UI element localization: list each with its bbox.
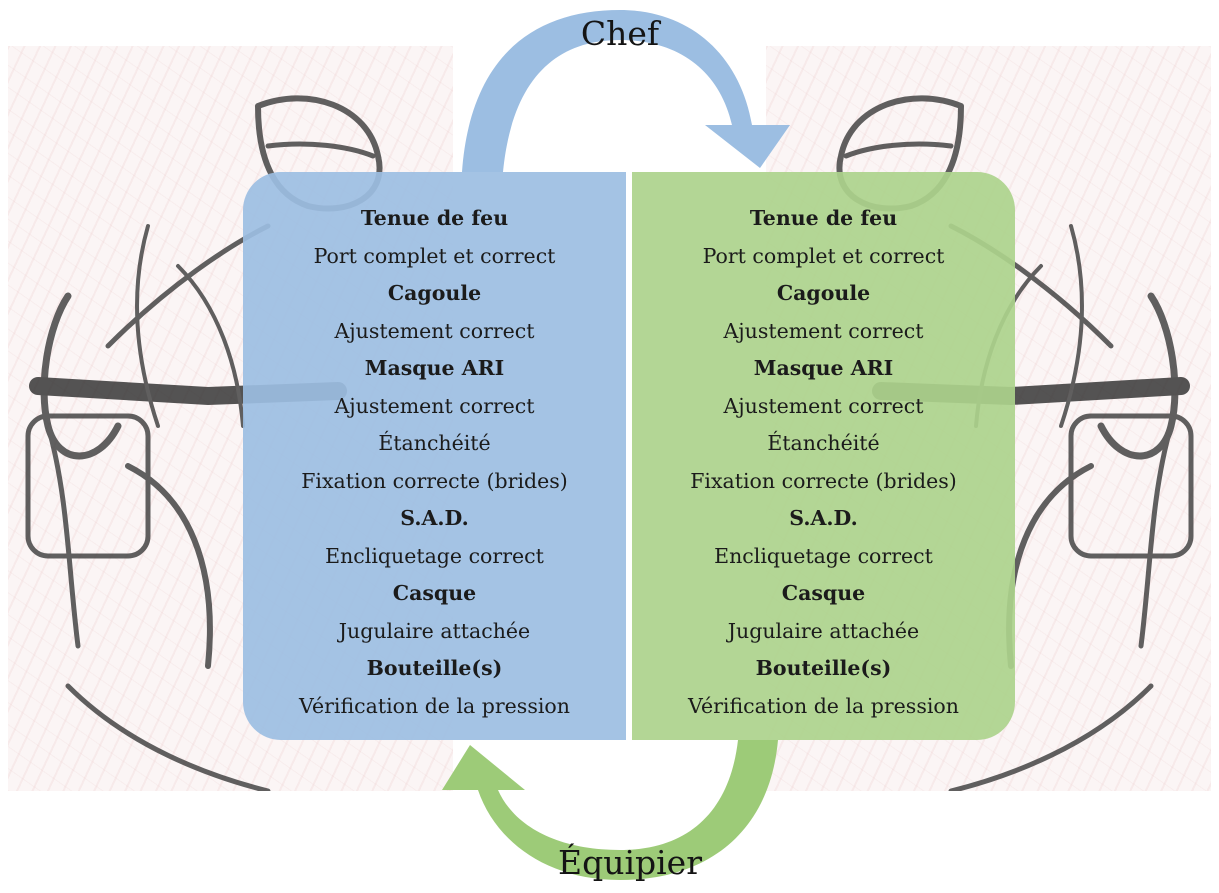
checklist-item: Port complet et correct <box>702 243 945 268</box>
checklist-heading: S.A.D. <box>400 506 469 530</box>
bottom-arrow <box>442 740 778 880</box>
chef-label: Chef <box>580 14 660 53</box>
checklist-item: Jugulaire attachée <box>727 618 920 643</box>
top-arrow <box>462 10 790 172</box>
checklist-heading: Tenue de feu <box>360 206 509 230</box>
checklist-item: Fixation correcte (brides) <box>690 468 957 493</box>
checklist-item: Ajustement correct <box>334 393 535 418</box>
checklist-heading: Casque <box>392 581 477 605</box>
checklist-heading: Masque ARI <box>753 356 894 380</box>
checklist-heading: Cagoule <box>776 281 871 305</box>
checklist-item: Vérification de la pression <box>688 693 959 718</box>
checklist-heading: S.A.D. <box>789 506 858 530</box>
checklist-item: Encliquetage correct <box>714 543 933 568</box>
checklist-heading: Bouteille(s) <box>366 656 503 680</box>
checklist-item: Ajustement correct <box>723 393 924 418</box>
checklist-item: Vérification de la pression <box>299 693 570 718</box>
equipier-label: Équipier <box>557 843 702 882</box>
checklist-heading: Bouteille(s) <box>755 656 892 680</box>
checklist-heading: Tenue de feu <box>749 206 898 230</box>
checklist-item: Ajustement correct <box>723 318 924 343</box>
checklist-item: Fixation correcte (brides) <box>301 468 568 493</box>
checklist-item: Étanchéité <box>378 431 491 455</box>
checklist-item: Port complet et correct <box>313 243 556 268</box>
checklist-item: Jugulaire attachée <box>338 618 531 643</box>
checklist-item: Étanchéité <box>767 431 880 455</box>
checklist-heading: Cagoule <box>387 281 482 305</box>
checklist-heading: Casque <box>781 581 866 605</box>
checklist-heading: Masque ARI <box>364 356 505 380</box>
checklist-item: Ajustement correct <box>334 318 535 343</box>
checklist-item: Encliquetage correct <box>325 543 544 568</box>
